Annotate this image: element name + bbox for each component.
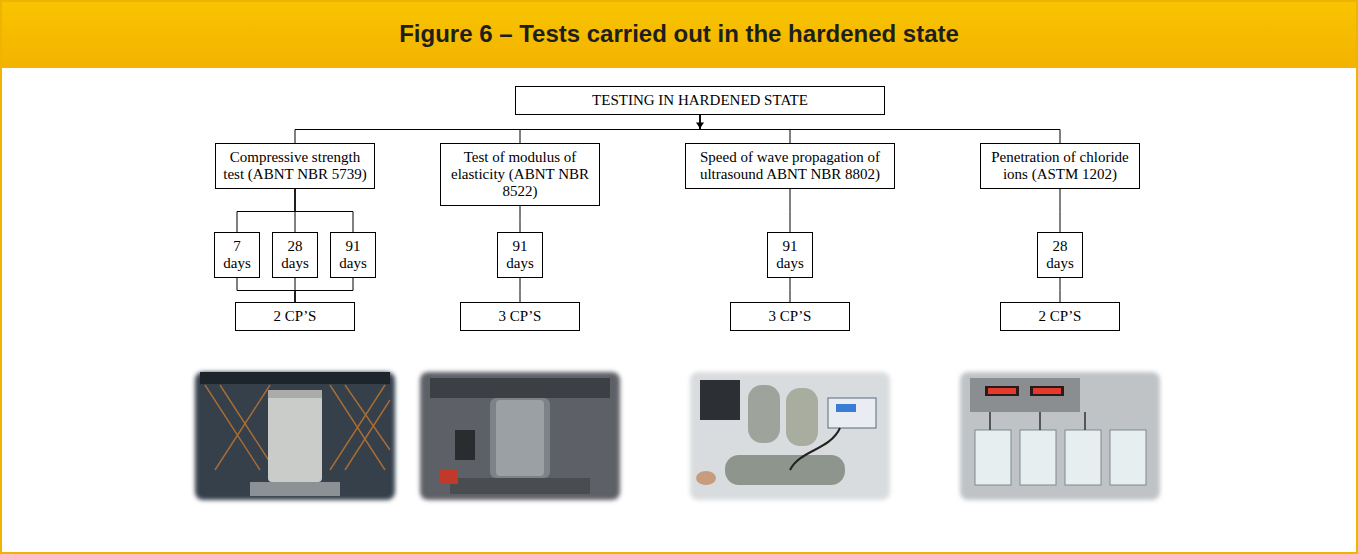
age-box: 91 days	[330, 232, 376, 278]
test-box: Penetration of chloride ions (ASTM 1202)	[980, 143, 1140, 189]
box-label: Compressive strength test (ABNT NBR 5739…	[222, 149, 368, 183]
age-box: 91 days	[767, 232, 813, 278]
connector-line	[1060, 189, 1061, 232]
root-box: TESTING IN HARDENED STATE	[515, 86, 885, 115]
box-label: 3 CP’S	[737, 308, 843, 325]
box-label: 28 days	[1044, 238, 1076, 272]
connector-line	[700, 115, 1060, 143]
connector-line	[1060, 278, 1061, 302]
connector-line	[520, 278, 521, 302]
test-box: Test of modulus of elasticity (ABNT NBR …	[440, 143, 600, 206]
connector-line	[790, 189, 791, 232]
connector-line	[520, 115, 700, 143]
connector-line	[295, 278, 353, 302]
connector-line	[295, 115, 700, 143]
figure-title: Figure 6 – Tests carried out in the hard…	[0, 20, 1358, 48]
box-label: 91 days	[337, 238, 369, 272]
age-box: 91 days	[497, 232, 543, 278]
box-label: 3 CP’S	[467, 308, 573, 325]
age-box: 7 days	[214, 232, 260, 278]
compression-photo	[195, 372, 395, 500]
box-label: 2 CP’S	[1007, 308, 1113, 325]
elasticity-photo	[420, 372, 620, 500]
specimen-box: 2 CP’S	[235, 302, 355, 331]
connector-line	[237, 278, 295, 302]
box-label: 91 days	[504, 238, 536, 272]
connector-line	[520, 206, 521, 232]
ultrasound-photo	[690, 372, 890, 500]
box-label: Penetration of chloride ions (ASTM 1202)	[987, 149, 1133, 183]
connector-line	[295, 189, 353, 232]
box-label: Speed of wave propagation of ultrasound …	[692, 149, 888, 183]
chloride-photo	[960, 372, 1160, 500]
box-label: Test of modulus of elasticity (ABNT NBR …	[447, 149, 593, 200]
specimen-box: 3 CP’S	[730, 302, 850, 331]
specimen-box: 2 CP’S	[1000, 302, 1120, 331]
specimen-box: 3 CP’S	[460, 302, 580, 331]
box-label: 2 CP’S	[242, 308, 348, 325]
age-box: 28 days	[272, 232, 318, 278]
box-label: 7 days	[221, 238, 253, 272]
test-box: Speed of wave propagation of ultrasound …	[685, 143, 895, 189]
connector-line	[237, 189, 295, 232]
connector-line	[790, 278, 791, 302]
box-label: 91 days	[774, 238, 806, 272]
box-label: 28 days	[279, 238, 311, 272]
age-box: 28 days	[1037, 232, 1083, 278]
test-box: Compressive strength test (ABNT NBR 5739…	[215, 143, 375, 189]
box-label: TESTING IN HARDENED STATE	[522, 92, 878, 109]
